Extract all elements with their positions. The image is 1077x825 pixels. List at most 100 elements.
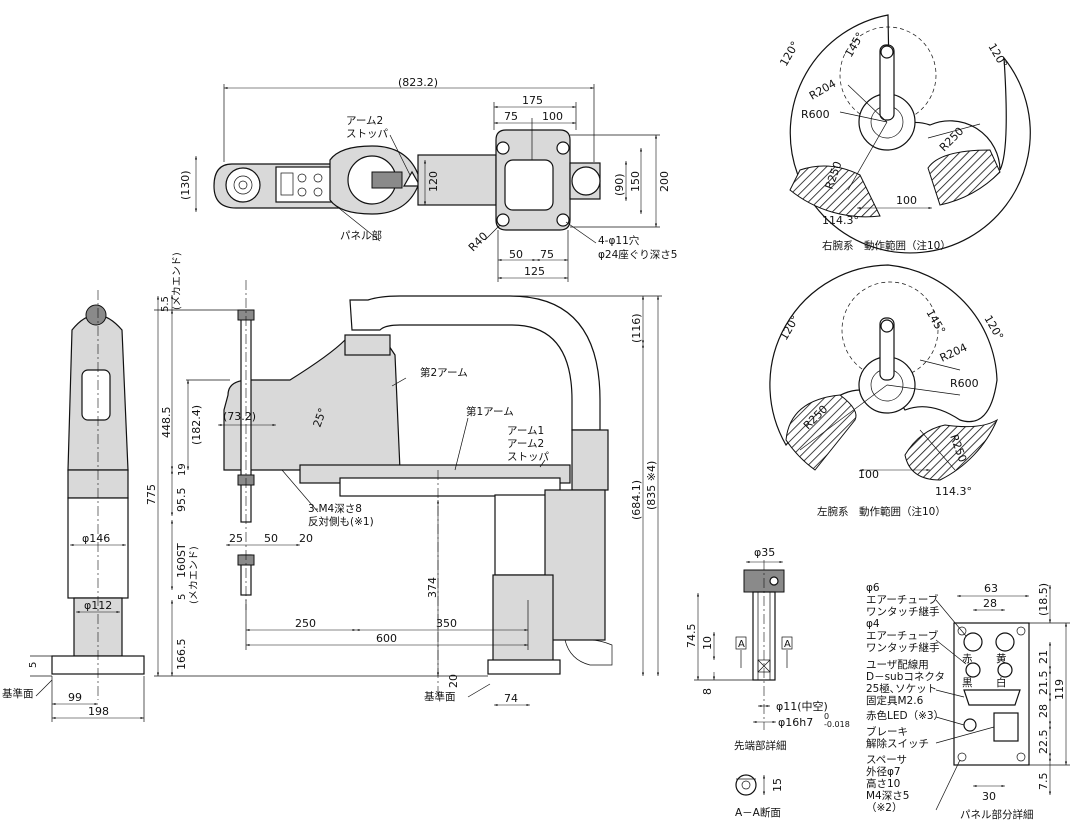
right-range-hatch-right — [927, 149, 1001, 206]
label-one-touch2: ワンタッチ継手 — [866, 641, 940, 654]
section-a-left: A — [738, 639, 745, 650]
tip-dim-35: φ35 — [754, 546, 775, 559]
side-dim-112: φ112 — [84, 599, 112, 612]
right-r600: R600 — [801, 108, 830, 121]
right-range-hatch-left — [789, 165, 881, 218]
dsub-connector — [963, 689, 1021, 706]
label-white: 白 — [996, 676, 1007, 689]
label-one-touch1: ワンタッチ継手 — [866, 605, 940, 618]
top-view — [194, 84, 660, 282]
dim-74: 74 — [504, 692, 518, 705]
dim-75b: 75 — [540, 248, 554, 261]
label-spacer4: M4深さ5 — [866, 790, 909, 802]
hole-label-1: 4-φ11穴 — [598, 234, 640, 247]
tip-tol-lower: -0.018 — [824, 720, 850, 729]
mech-end-bottom: (メカエンド) — [188, 546, 200, 604]
label-air2: エアーチューブ — [866, 629, 939, 642]
right-dim-100: 100 — [896, 194, 917, 207]
dim-448-5: 448.5 — [160, 407, 173, 439]
front-view — [154, 280, 662, 707]
left-range-hatch-left — [785, 394, 857, 471]
tip-dim-74-5: 74.5 — [685, 624, 698, 649]
dim-684-1: (684.1) — [630, 480, 643, 520]
dim-160st: 160ST — [175, 543, 188, 578]
left-angle-114: 114.3° — [935, 485, 972, 498]
brake-switch — [993, 712, 1019, 742]
dim-95-5: 95.5 — [175, 488, 188, 513]
left-range-hatch-right — [904, 418, 999, 481]
label-user3: 25極､ソケット — [866, 682, 937, 695]
dim-r40: R40 — [466, 230, 490, 254]
stopper-triangle — [402, 170, 422, 187]
right-angle-left: 120° — [777, 39, 802, 68]
label-brake2: 解除スイッチ — [866, 737, 929, 750]
label-spacer2: 外径φ7 — [866, 765, 901, 778]
label-red: 赤 — [962, 653, 973, 665]
tip-dim-16: φ16h7 — [778, 716, 813, 729]
aa-caption: A－A断面 — [735, 806, 781, 819]
dim-73-2: (73.2) — [223, 410, 256, 423]
dim-150: 150 — [629, 171, 642, 192]
dim-25deg: 25° — [311, 406, 330, 429]
dim-175: 175 — [522, 94, 543, 107]
panel-dim-119: 119 — [1053, 679, 1066, 700]
tip-tol-upper: 0 — [824, 712, 829, 721]
right-range-caption: 右腕系 動作範囲（注10） — [822, 239, 951, 252]
fitting-red — [963, 632, 983, 652]
dim-166-5: 166.5 — [175, 639, 188, 671]
dim-20b: 20 — [447, 674, 460, 688]
panel-dim-7-5: 7.5 — [1037, 773, 1050, 791]
aa-section-circle — [735, 774, 757, 796]
hole-label-2: φ24座ぐり深さ5 — [598, 248, 677, 261]
tip-caption: 先端部詳細 — [734, 739, 787, 752]
top-panel — [275, 166, 337, 203]
panel-dim-18-5: (18.5) — [1037, 583, 1050, 616]
tap-label-2: 反対側も(※1) — [308, 515, 374, 528]
label-phi6: φ6 — [866, 582, 880, 594]
panel-dim-30: 30 — [982, 790, 996, 803]
arm1-label: 第1アーム — [466, 405, 514, 418]
right-range — [789, 14, 1031, 254]
left-range — [769, 264, 999, 481]
dim-50: 50 — [509, 248, 523, 261]
stopper-label-1: アーム2 — [346, 115, 383, 127]
label-brake1: ブレーキ — [866, 725, 908, 738]
dim-182-4: (182.4) — [190, 405, 203, 445]
tip-dim-8: 8 — [701, 688, 714, 695]
panel-caption: パネル部分詳細 — [960, 808, 1034, 821]
tap-label-1: 3-M4深さ8 — [308, 503, 362, 515]
dim-125: 125 — [524, 265, 545, 278]
tip-dim-11: φ11(中空) — [776, 699, 828, 713]
red-led — [963, 718, 977, 732]
dim-100: 100 — [542, 110, 563, 123]
label-air1: エアーチューブ — [866, 593, 939, 606]
side-dim-5: 5 — [28, 662, 39, 668]
dim-75: 75 — [504, 110, 518, 123]
dim-116: (116) — [630, 313, 643, 343]
stopper-text-1: アーム1 — [507, 425, 544, 437]
fitting-black — [965, 662, 981, 678]
dim-50: 50 — [264, 532, 278, 545]
stopper-text-3: ストッパ — [507, 451, 549, 463]
panel-dim-21: 21 — [1037, 650, 1050, 664]
panel-dim-21-5: 21.5 — [1037, 671, 1050, 696]
panel-detail — [935, 585, 1070, 811]
label-black: 黒 — [962, 677, 973, 689]
right-angle-right: 120° — [985, 41, 1010, 70]
tip-dim-10: 10 — [701, 636, 714, 650]
dim-5-5: 5.5 — [160, 296, 171, 312]
dim-130: (130) — [179, 170, 192, 200]
top-tip-circle — [225, 167, 261, 203]
left-range-caption: 左腕系 動作範囲（注10） — [817, 505, 946, 518]
dim-90: (90) — [613, 173, 626, 196]
dim-5: 5 — [177, 594, 188, 600]
tip-detail — [694, 560, 793, 796]
arm2-label: 第2アーム — [420, 366, 468, 379]
front-base-pillar — [571, 429, 609, 491]
dim-20: 20 — [299, 532, 313, 545]
label-phi4: φ4 — [866, 618, 880, 630]
panel-label: パネル部 — [340, 229, 382, 242]
label-user2: D－subコネクタ — [866, 671, 945, 683]
dim-775: 775 — [145, 484, 158, 505]
